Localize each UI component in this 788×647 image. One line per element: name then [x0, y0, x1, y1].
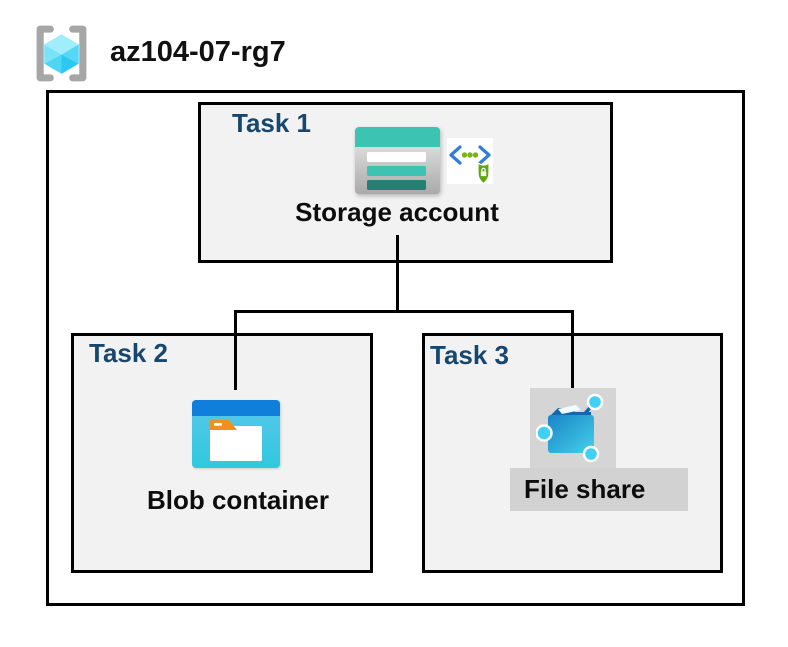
blob-container-label: Blob container [146, 485, 329, 515]
storage-account-label: Storage account [295, 197, 499, 227]
connector-storage-stem [396, 235, 399, 312]
connector-to-file-share [571, 310, 574, 388]
resource-group-name: az104-07-rg7 [110, 36, 286, 68]
resource-group-icon [36, 25, 87, 82]
file-share-label: File share [524, 474, 646, 504]
task2-label: Task 2 [89, 338, 169, 368]
connector-to-blob-container [234, 310, 237, 390]
connector-horizontal-bar [234, 310, 574, 313]
blob-container-icon [192, 400, 280, 468]
file-share-label-background: File share [510, 468, 688, 511]
task1-label: Task 1 [232, 108, 312, 138]
storage-account-icon [355, 127, 440, 194]
task3-label: Task 3 [430, 340, 510, 370]
sas-security-icon [447, 138, 493, 184]
file-share-icon [536, 393, 604, 463]
